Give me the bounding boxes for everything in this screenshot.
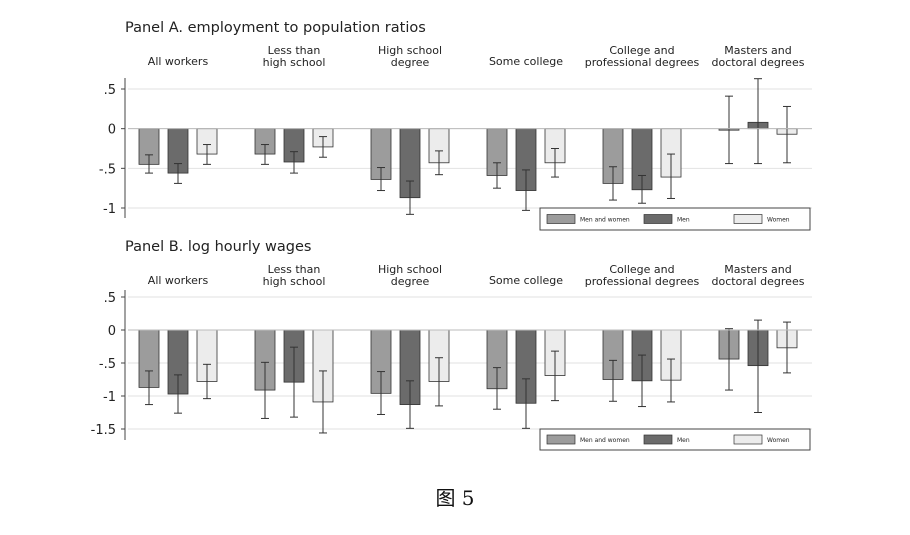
category-label-line: Some college (489, 274, 563, 287)
legend: Men and women Men Women (539, 428, 811, 451)
category-label-line: College and (609, 263, 674, 276)
y-tick-label: -1 (103, 202, 116, 217)
y-tick-label: 0 (108, 123, 116, 138)
category-label: All workers (148, 55, 209, 68)
category-label-line: doctoral degrees (712, 56, 805, 69)
legend-label: Men and women (580, 217, 630, 224)
legend-swatch (546, 434, 576, 445)
category-label-line: All workers (148, 274, 209, 287)
legend-swatch (643, 214, 673, 224)
chart-panel-1: Panel A. employment to population ratios… (99, 20, 812, 231)
legend-box (539, 207, 811, 231)
legend-swatch (733, 434, 763, 445)
category-label-line: Masters and (724, 44, 792, 57)
category-label-line: Some college (489, 55, 563, 68)
category-label-line: High school (378, 44, 442, 57)
category-label-line: degree (391, 56, 430, 69)
y-tick-label: 0 (108, 324, 116, 339)
legend-swatch (643, 434, 673, 445)
category-label-line: Less than (268, 263, 321, 276)
chart-title: Panel A. employment to population ratios (125, 20, 426, 36)
category-label-line: high school (263, 56, 326, 69)
y-tick-label: -.5 (99, 162, 116, 177)
legend-label: Men (677, 437, 690, 444)
category-label-line: high school (263, 275, 326, 288)
category-label-line: College and (609, 44, 674, 57)
category-label-line: professional degrees (585, 275, 700, 288)
chart-panel-2: Panel B. log hourly wages .5 0 -.5 -1 -1.5 All… (91, 239, 812, 451)
category-label-line: Less than (268, 44, 321, 57)
category-label-line: degree (391, 275, 430, 288)
y-tick-label: .5 (104, 291, 116, 306)
category-label: Some college (489, 274, 563, 287)
y-tick-label: -1.5 (91, 423, 116, 438)
category-label-line: doctoral degrees (712, 275, 805, 288)
legend: Men and women Men Women (539, 207, 811, 231)
category-label-line: High school (378, 263, 442, 276)
legend-label: Men and women (580, 437, 630, 444)
legend-label: Men (677, 217, 690, 224)
figure-caption: 图 5 (435, 486, 475, 510)
category-label-line: professional degrees (585, 56, 700, 69)
category-label: All workers (148, 274, 209, 287)
category-label: Some college (489, 55, 563, 68)
y-tick-label: -.5 (99, 357, 116, 372)
legend-box (539, 428, 811, 451)
chart-title: Panel B. log hourly wages (125, 239, 311, 255)
category-label-line: Masters and (724, 263, 792, 276)
category-label-line: All workers (148, 55, 209, 68)
y-tick-label: -1 (103, 390, 116, 405)
legend-label: Women (767, 437, 790, 444)
y-tick-label: .5 (104, 83, 116, 98)
legend-swatch (733, 214, 763, 224)
legend-swatch (546, 214, 576, 224)
legend-label: Women (767, 217, 790, 224)
